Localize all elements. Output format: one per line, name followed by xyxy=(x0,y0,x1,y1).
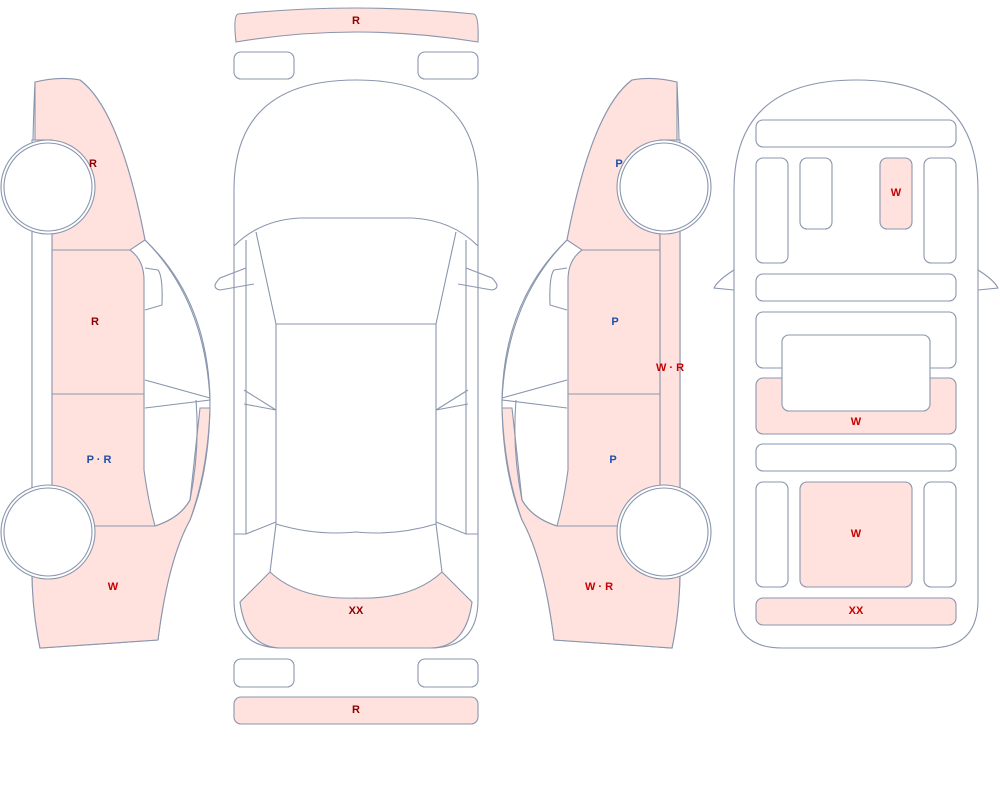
left-side-view: R R P · R W xyxy=(0,77,211,649)
right-rocker-label: W · R xyxy=(656,362,684,374)
left-front-door[interactable] xyxy=(51,249,145,395)
interior-right-mirror xyxy=(977,269,999,291)
top-rear-bumper-label: R xyxy=(352,704,360,716)
right-front-wheel-rim xyxy=(619,142,709,232)
top-hood-line xyxy=(233,217,479,247)
top-roof xyxy=(275,324,437,534)
interior-right-front-panel xyxy=(923,157,957,264)
top-left-pillar xyxy=(234,240,277,535)
right-rear-wheel-rim xyxy=(619,487,709,577)
top-rear-hood-label: XX xyxy=(349,605,364,617)
interior-cargo[interactable] xyxy=(799,481,913,588)
interior-rear-strip-label: XX xyxy=(849,605,864,617)
top-rear-left-light xyxy=(233,658,295,688)
left-rear-quarter-label: W xyxy=(108,581,119,593)
interior-seat[interactable] xyxy=(879,157,913,230)
top-rear-bumper[interactable] xyxy=(233,696,479,725)
left-front-wheel-rim xyxy=(3,142,93,232)
left-mirror xyxy=(144,267,163,311)
interior-body-outline xyxy=(733,79,979,649)
right-front-door-label: P xyxy=(611,316,618,328)
left-rear-wheel-rim xyxy=(3,487,93,577)
top-right-pillar xyxy=(435,240,478,535)
top-rear-hood[interactable] xyxy=(239,571,473,649)
interior-left-front-panel xyxy=(755,157,789,264)
top-rear-window xyxy=(269,523,443,573)
left-front-fender-label: R xyxy=(89,158,97,170)
interior-seat-label: W xyxy=(891,187,902,199)
top-left-mirror xyxy=(214,267,255,291)
right-rear-door-label: P xyxy=(609,454,616,466)
left-front-door-label: R xyxy=(91,316,99,328)
top-front-bumper-label: R xyxy=(352,15,360,27)
interior-cargo-label: W xyxy=(851,528,862,540)
top-front-bumper[interactable] xyxy=(234,7,479,43)
top-windshield xyxy=(255,231,457,325)
interior-mid-strip xyxy=(755,273,957,302)
top-front-right-light xyxy=(417,51,479,80)
interior-rear-strip[interactable] xyxy=(755,597,957,626)
right-mirror xyxy=(549,267,568,311)
top-front-left-light xyxy=(233,51,295,80)
right-front-fender-label: P xyxy=(615,158,622,170)
interior-trunk-lid-label: W xyxy=(851,416,862,428)
left-rear-door-label: P · R xyxy=(87,454,112,466)
interior-lower-strip xyxy=(755,443,957,472)
interior-dashboard xyxy=(755,119,957,148)
interior-left-mirror xyxy=(713,269,735,291)
right-window-frame xyxy=(501,239,568,527)
right-rear-quarter-label: W · R xyxy=(585,581,613,593)
right-side-view: P P W · R P W · R xyxy=(501,77,712,649)
interior-console xyxy=(799,157,833,230)
top-rear-right-light xyxy=(417,658,479,688)
right-front-door[interactable] xyxy=(567,249,661,395)
left-window-frame xyxy=(144,239,211,527)
top-right-mirror xyxy=(457,267,498,291)
interior-left-rear-panel xyxy=(755,481,789,588)
interior-sunroof xyxy=(781,334,931,412)
top-view: R XX R xyxy=(214,7,498,725)
interior-view: W W W XX xyxy=(713,79,999,649)
interior-right-rear-panel xyxy=(923,481,957,588)
